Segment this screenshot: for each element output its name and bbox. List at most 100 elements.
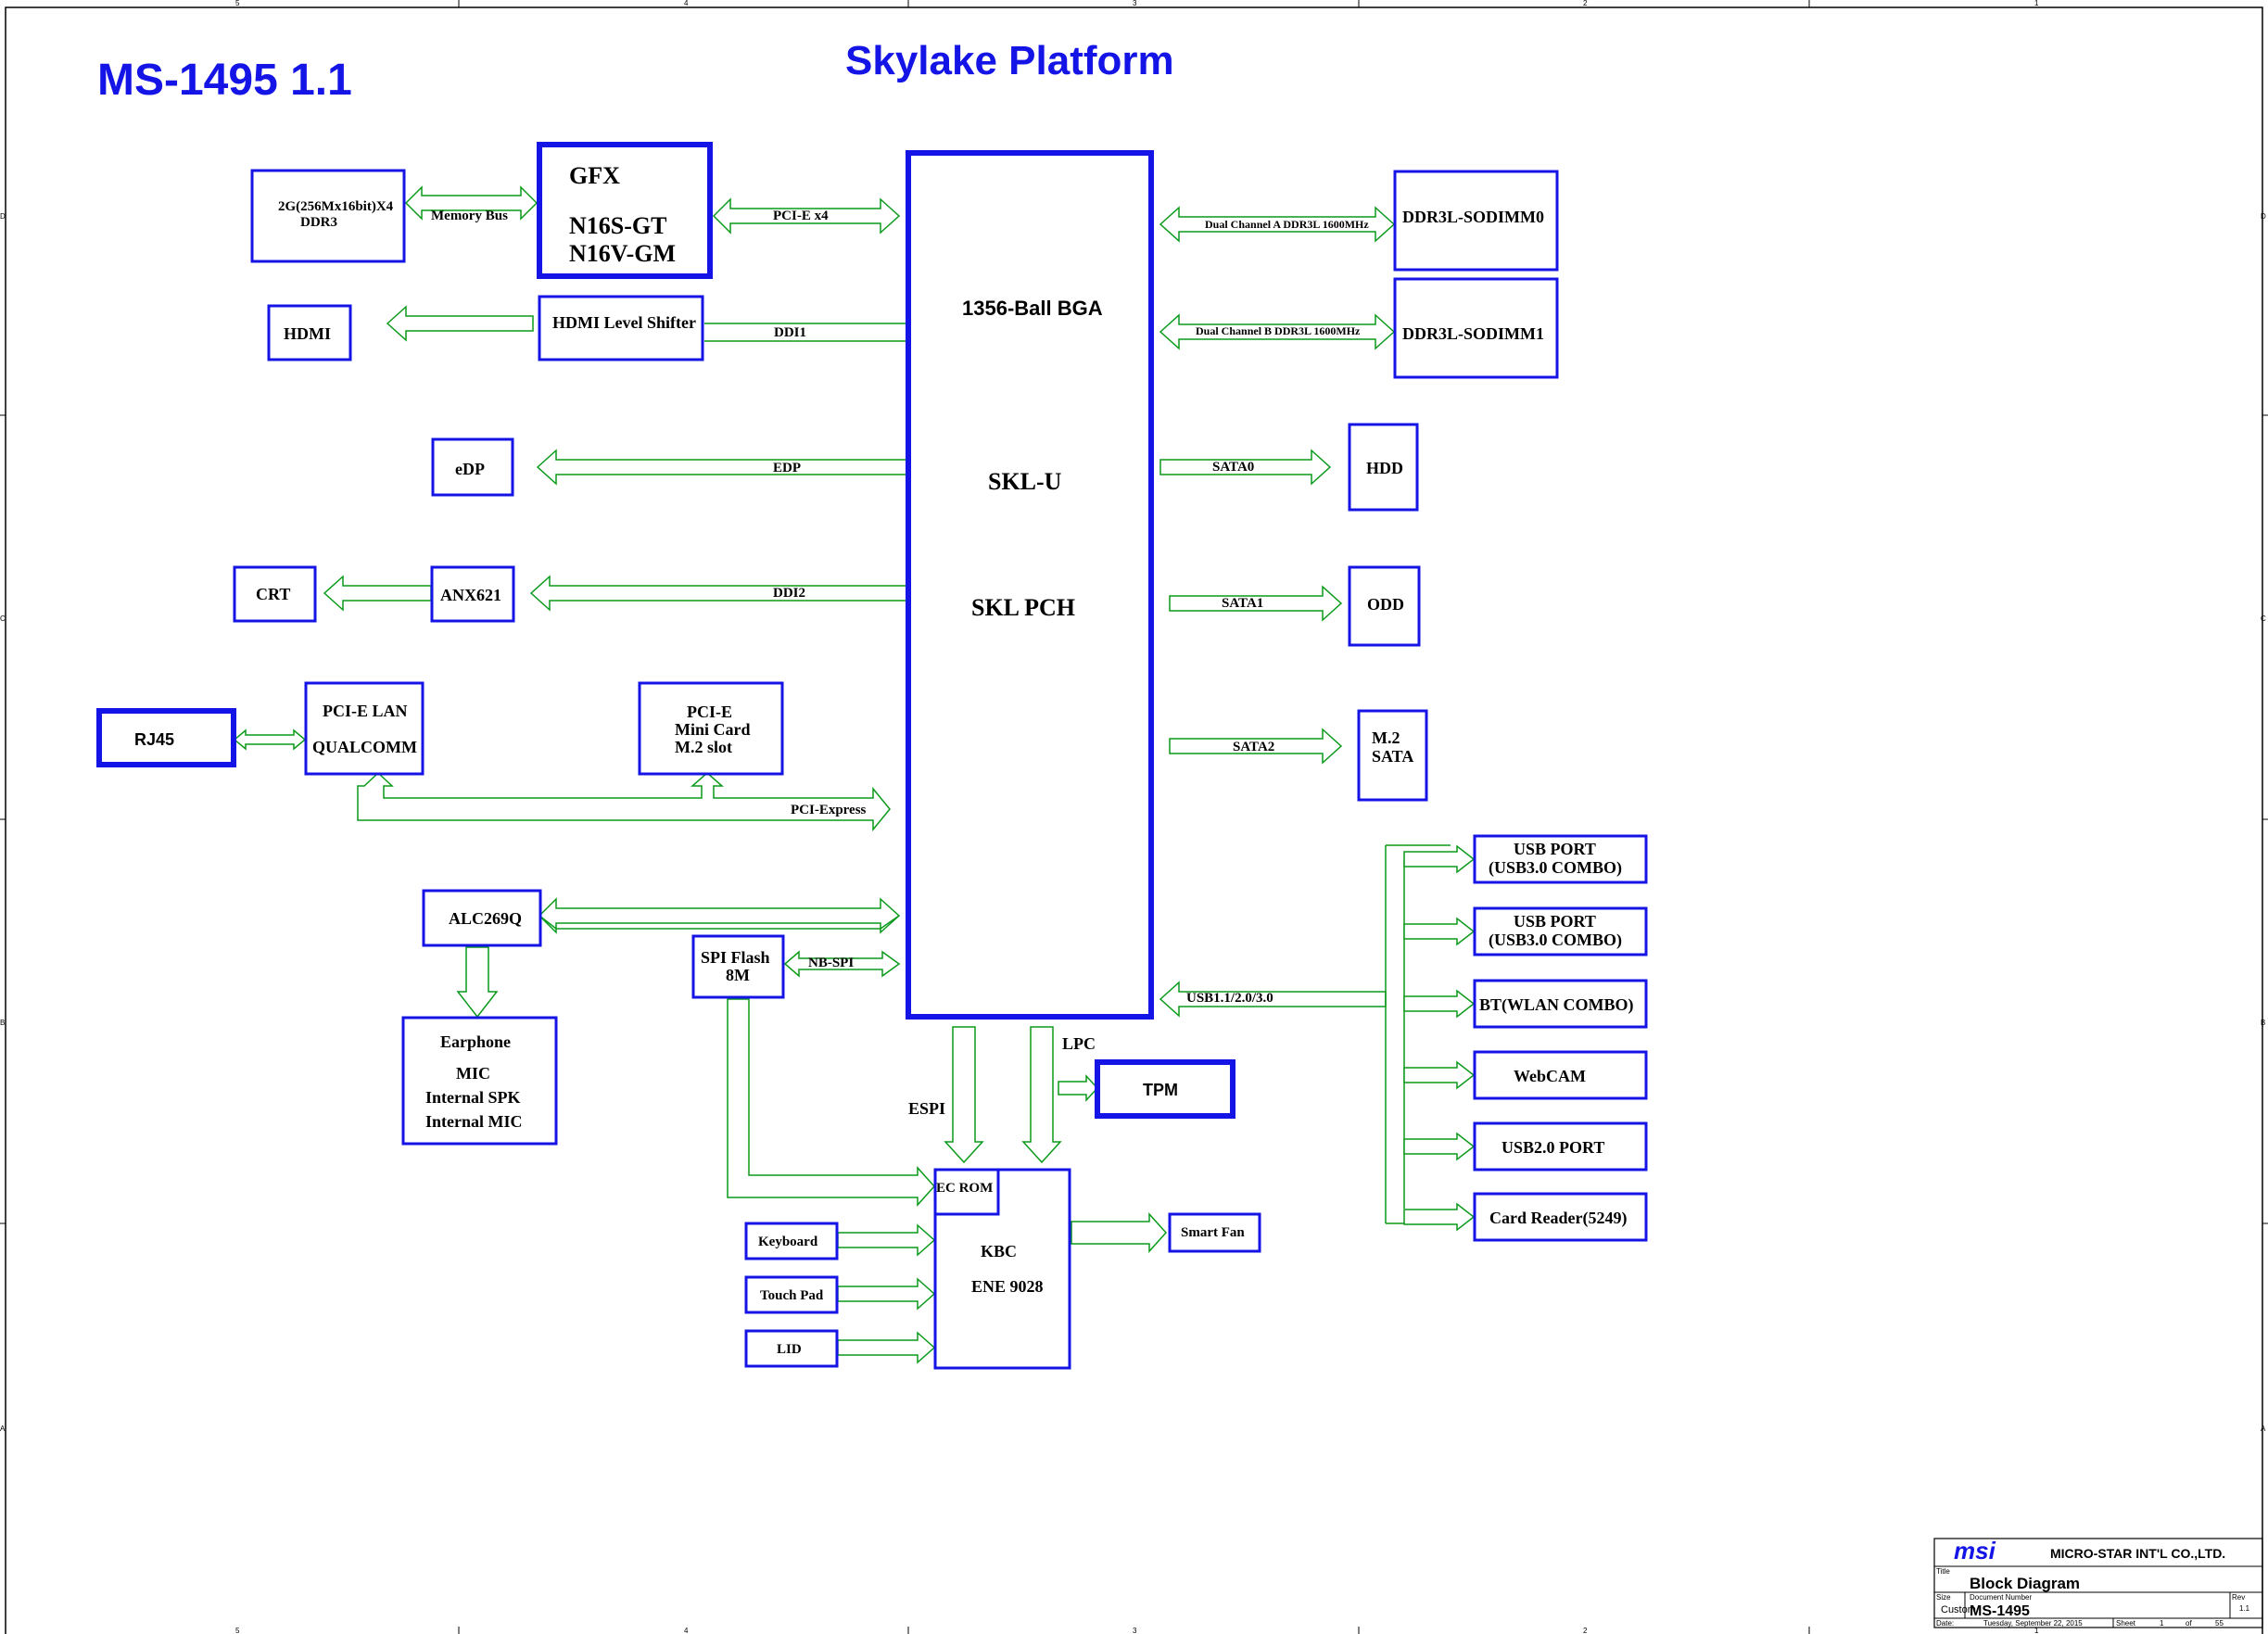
lid-arrow xyxy=(837,1331,936,1364)
smart-fan-label: Smart Fan xyxy=(1181,1225,1245,1240)
pcie-lan-label-2: QUALCOMM xyxy=(312,738,417,756)
col-label-5-bottom: 5 xyxy=(235,1627,240,1634)
company-name: MICRO-STAR INT'L CO.,LTD. xyxy=(2050,1546,2225,1561)
nb-spi-label: NB-SPI xyxy=(808,956,854,970)
docnum-field-label: Document Number xyxy=(1970,1593,2032,1602)
sata0-arrow xyxy=(1159,449,1332,486)
title-block: msi MICRO-STAR INT'L CO.,LTD. Title Bloc… xyxy=(1933,1537,2263,1628)
row-label-a-right: A xyxy=(2261,1425,2266,1433)
sata2-label: SATA2 xyxy=(1233,740,1274,754)
keyboard-arrow xyxy=(837,1223,936,1257)
ddr3-label-1: 2G(256Mx16bit)X4 xyxy=(278,199,394,214)
odd-label: ODD xyxy=(1367,595,1404,614)
audio-hda-arrow-2 xyxy=(538,915,900,930)
kbc-label-1: KBC xyxy=(981,1242,1017,1260)
bus-arrows xyxy=(233,185,1451,1364)
hdmi-level-shifter-label: HDMI Level Shifter xyxy=(552,313,696,332)
cpu-skl-pch-label: SKL PCH xyxy=(971,594,1075,621)
gfx-label-2: N16S-GT xyxy=(569,212,666,239)
date-value: Tuesday, September 22, 2015 xyxy=(1983,1619,2083,1628)
usb-port-2-label-2: (USB3.0 COMBO) xyxy=(1489,931,1622,950)
usb-port-2-branch-arrow xyxy=(1403,917,1476,946)
edp-label: eDP xyxy=(455,460,485,478)
revision-value: 1.1 xyxy=(2239,1604,2250,1613)
minicard-label-2: Mini Card xyxy=(675,720,751,739)
ec-rom-label: EC ROM xyxy=(936,1181,993,1196)
audio-hda-arrow xyxy=(538,897,901,934)
date-field-label: Date: xyxy=(1936,1619,1954,1628)
ec-rom-box xyxy=(933,1168,1000,1216)
ddi1-label: DDI1 xyxy=(774,325,806,340)
internal-spk-label: Internal SPK xyxy=(425,1088,521,1107)
col-label-3: 3 xyxy=(1133,0,1137,7)
anx621-box xyxy=(430,565,515,623)
sodimm1-box xyxy=(1393,277,1559,379)
cpu-package-label: 1356-Ball BGA xyxy=(962,297,1103,320)
col-label-3-bottom: 3 xyxy=(1133,1627,1137,1634)
audio-jacks-box xyxy=(401,1016,558,1146)
col-label-5: 5 xyxy=(235,0,240,7)
col-label-1-bottom: 1 xyxy=(2034,1627,2039,1634)
col-label-2: 2 xyxy=(1583,0,1588,7)
pci-express-arrow xyxy=(357,771,891,832)
rj45-lan-arrow xyxy=(233,728,307,751)
usb-port-1-label-2: (USB3.0 COMBO) xyxy=(1489,858,1622,878)
minicard-label-3: M.2 slot xyxy=(675,738,732,756)
of-label: of xyxy=(2186,1619,2192,1628)
ddr3-memory-box xyxy=(250,169,406,263)
smart-fan-box xyxy=(1168,1212,1261,1253)
usb20-port-branch-arrow xyxy=(1403,1132,1476,1161)
m2-label-2: SATA xyxy=(1372,747,1413,766)
anx621-label: ANX621 xyxy=(440,586,501,604)
ddr3-label-2: DDR3 xyxy=(300,215,337,230)
nb-spi-arrow xyxy=(783,950,901,978)
edp-box xyxy=(431,437,514,497)
keyboard-box xyxy=(744,1222,839,1260)
hdmi-box xyxy=(267,304,352,361)
msi-logo: msi xyxy=(1954,1537,1996,1564)
sata1-label: SATA1 xyxy=(1222,596,1263,611)
keyboard-label: Keyboard xyxy=(758,1235,818,1249)
card-reader-label: Card Reader(5249) xyxy=(1489,1209,1627,1228)
col-label-2-bottom: 2 xyxy=(1583,1627,1588,1634)
crt-output-arrow xyxy=(323,575,432,612)
dual-channel-b-label: Dual Channel B DDR3L 1600MHz xyxy=(1196,324,1361,337)
tpm-box xyxy=(1095,1059,1235,1119)
skl-u-cpu-box xyxy=(906,150,1154,1020)
hdd-box xyxy=(1348,423,1419,512)
webcam-box xyxy=(1473,1050,1648,1100)
card-reader-box xyxy=(1473,1192,1648,1242)
sheet-total: 55 xyxy=(2215,1619,2224,1628)
bt-wlan-label: BT(WLAN COMBO) xyxy=(1479,995,1634,1015)
lid-label: LID xyxy=(777,1342,802,1357)
sodimm0-label: DDR3L-SODIMM0 xyxy=(1402,208,1544,226)
sheet-number: 1 xyxy=(2160,1619,2164,1628)
document-number: MS-1495 xyxy=(1970,1603,2030,1619)
espi-arrow xyxy=(944,1026,984,1164)
pcie-x4-arrow xyxy=(712,197,901,234)
sata0-label: SATA0 xyxy=(1212,460,1254,475)
usb20-port-box xyxy=(1473,1121,1648,1172)
model-heading: MS-1495 1.1 xyxy=(97,56,352,105)
m2-sata-box xyxy=(1357,709,1428,802)
col-label-4-bottom: 4 xyxy=(684,1627,689,1634)
hdmi-label: HDMI xyxy=(284,324,331,343)
rj45-label: RJ45 xyxy=(134,730,174,749)
webcam-branch-arrow xyxy=(1403,1060,1476,1090)
row-label-d-right: D xyxy=(2261,212,2266,221)
webcam-label: WebCAM xyxy=(1514,1067,1586,1085)
sata2-arrow xyxy=(1169,728,1343,765)
crt-box xyxy=(233,565,317,623)
row-label-a: A xyxy=(0,1425,6,1433)
bt-wlan-branch-arrow xyxy=(1403,989,1476,1019)
usb-bus-label: USB1.1/2.0/3.0 xyxy=(1186,991,1273,1006)
spi-flash-box xyxy=(691,934,785,999)
usb-port-2-box xyxy=(1473,906,1648,956)
alc-audio-out-arrow xyxy=(456,946,499,1019)
pcie-minicard-box xyxy=(638,681,784,776)
edp-bus-label: EDP xyxy=(773,461,801,475)
memory-bus-label: Memory Bus xyxy=(431,209,508,223)
tpm-label: TPM xyxy=(1143,1081,1178,1099)
